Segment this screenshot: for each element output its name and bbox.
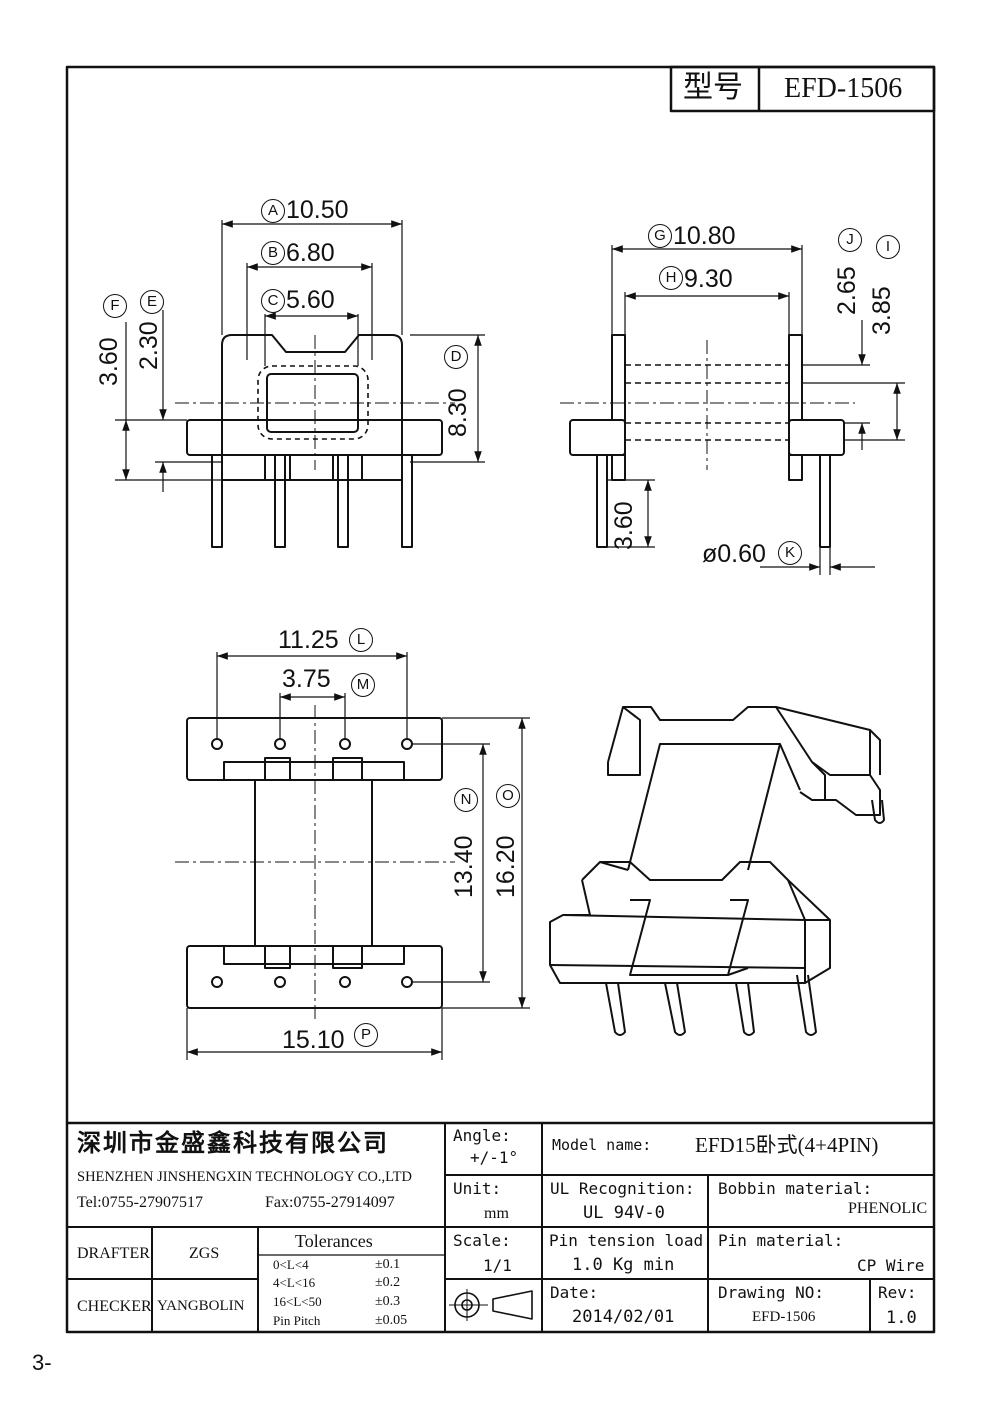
side-view <box>560 245 905 575</box>
angle-value: +/-1° <box>470 1148 519 1167</box>
dim-b-value: 6.80 <box>286 239 335 267</box>
isometric-view <box>549 706 885 1036</box>
dim-k-value: ø0.60 <box>702 540 766 568</box>
pin-material-value: CP Wire <box>857 1256 925 1275</box>
angle-label: Angle: <box>453 1126 511 1145</box>
dim-c-value: 5.60 <box>286 286 335 314</box>
dim-l-value: 11.25 <box>278 626 339 654</box>
rev-value: 1.0 <box>886 1308 917 1328</box>
company-fax: Fax:0755-27914097 <box>265 1194 395 1211</box>
dim-p-value: 15.10 <box>282 1026 345 1054</box>
dim-letter-f: F <box>103 294 127 318</box>
unit-label: Unit: <box>453 1179 502 1198</box>
ul-recognition-value: UL 94V-0 <box>583 1203 665 1223</box>
sheet-frame <box>65 65 936 1334</box>
tolerance-value-1: ±0.1 <box>375 1257 401 1272</box>
model-code: EFD-1506 <box>784 73 903 104</box>
dim-letter-c: C <box>261 289 285 313</box>
pin-tension-value: 1.0 Kg min <box>572 1255 675 1275</box>
date-value: 2014/02/01 <box>572 1307 675 1327</box>
scale-label: Scale: <box>453 1231 511 1250</box>
dim-letter-g: G <box>648 224 672 248</box>
bobbin-material-value: PHENOLIC <box>848 1200 928 1217</box>
dim-pin-length-value: 3.60 <box>610 501 638 550</box>
dim-letter-i: I <box>876 235 900 259</box>
unit-value: mm <box>484 1205 509 1222</box>
dim-m-value: 3.75 <box>282 665 331 693</box>
date-label: Date: <box>550 1283 599 1302</box>
front-view <box>115 220 485 548</box>
model-name-label: Model name: <box>552 1136 652 1154</box>
dim-n-value: 13.40 <box>450 835 478 898</box>
dim-letter-o: O <box>496 784 520 808</box>
tolerance-range-1: 0<L<4 <box>273 1257 309 1272</box>
drawing-no-value: EFD-1506 <box>752 1309 816 1325</box>
type-label: 型号 <box>683 71 743 104</box>
company-name-en: SHENZHEN JINSHENGXIN TECHNOLOGY CO.,LTD <box>77 1169 412 1185</box>
scale-value: 1/1 <box>483 1256 512 1275</box>
drafter-label: DRAFTER <box>77 1245 150 1262</box>
dim-e-value: 2.30 <box>135 321 163 370</box>
dim-letter-k: K <box>778 541 802 565</box>
pin-material-label: Pin material: <box>718 1231 844 1250</box>
dim-letter-b: B <box>261 241 285 265</box>
dim-letter-d: D <box>444 345 468 369</box>
tolerance-value-3: ±0.3 <box>375 1294 401 1309</box>
dim-o-value: 16.20 <box>492 835 520 898</box>
dim-g-value: 10.80 <box>673 222 736 250</box>
page-number: 3- <box>32 1350 52 1375</box>
dim-a-value: 10.50 <box>286 196 349 224</box>
dim-letter-p: P <box>354 1023 378 1047</box>
dim-j-value: 2.65 <box>833 266 861 315</box>
drafter-value: ZGS <box>189 1245 220 1262</box>
checker-label: CHECKER <box>77 1298 152 1315</box>
tolerance-range-2: 4<L<16 <box>273 1275 316 1290</box>
checker-value: YANGBOLIN <box>157 1298 245 1314</box>
projection-symbol-icon <box>449 1289 533 1321</box>
dim-f-value: 3.60 <box>95 337 123 386</box>
model-name-value: EFD15卧式(4+4PIN) <box>695 1133 879 1157</box>
dim-h-value: 9.30 <box>684 265 733 293</box>
header-box <box>669 65 936 113</box>
tolerances-label: Tolerances <box>295 1231 373 1251</box>
tolerance-value-4: ±0.05 <box>375 1313 408 1328</box>
company-tel: Tel:0755-27907517 <box>77 1194 203 1211</box>
company-name-cn: 深圳市金盛鑫科技有限公司 <box>77 1131 389 1157</box>
top-view <box>175 652 530 1060</box>
ul-recognition-label: UL Recognition: <box>550 1179 695 1198</box>
tolerance-range-4: Pin Pitch <box>273 1313 321 1328</box>
tolerance-value-2: ±0.2 <box>375 1275 401 1290</box>
dim-i-value: 3.85 <box>868 286 896 335</box>
title-block-grid <box>67 1121 934 1332</box>
pin-tension-label: Pin tension load: <box>549 1231 713 1250</box>
rev-label: Rev: <box>878 1283 917 1302</box>
dim-letter-a: A <box>261 199 285 223</box>
dim-letter-j: J <box>838 228 862 252</box>
tolerance-range-3: 16<L<50 <box>273 1294 322 1309</box>
dim-letter-h: H <box>659 266 683 290</box>
dim-letter-n: N <box>454 788 478 812</box>
dim-letter-e: E <box>140 290 164 314</box>
dim-d-value: 8.30 <box>444 388 472 437</box>
bobbin-material-label: Bobbin material: <box>718 1179 873 1198</box>
drawing-no-label: Drawing NO: <box>718 1283 824 1302</box>
dim-letter-l: L <box>349 628 373 652</box>
dim-letter-m: M <box>351 673 375 697</box>
